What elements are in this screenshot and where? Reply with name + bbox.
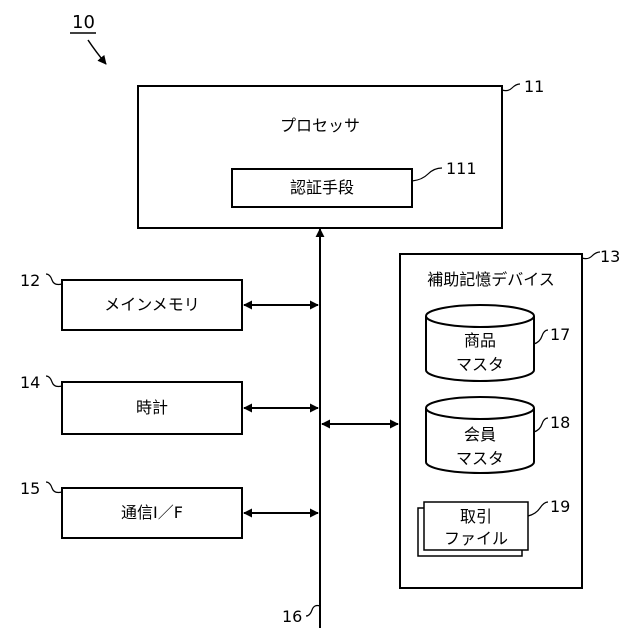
main-memory-label: メインメモリ xyxy=(104,295,200,314)
transaction-file-ref: 19 xyxy=(550,497,570,516)
product-master-line2: マスタ xyxy=(456,355,504,374)
aux-storage-label: 補助記憶デバイス xyxy=(427,270,555,289)
clock-ref: 14 xyxy=(20,373,40,392)
member-master-line1: 会員 xyxy=(464,425,496,444)
aux-storage-ref: 13 xyxy=(600,247,620,266)
main-memory-leader xyxy=(46,274,62,285)
clock-label: 時計 xyxy=(136,398,168,417)
processor-ref: 11 xyxy=(524,77,544,96)
product-master-line1: 商品 xyxy=(464,331,496,350)
comm-if-label: 通信I／F xyxy=(121,503,183,522)
transaction-file-line1: 取引 xyxy=(460,507,492,526)
product-master-ref: 17 xyxy=(550,325,570,344)
member-master-line2: マスタ xyxy=(456,449,504,468)
aux-storage-leader xyxy=(582,252,600,259)
clock-leader xyxy=(46,376,62,387)
auth-label: 認証手段 xyxy=(290,178,354,197)
comm-if-leader xyxy=(46,482,62,493)
member-master-ref: 18 xyxy=(550,413,570,432)
transaction-file-line2: ファイル xyxy=(444,529,508,548)
bus-ref: 16 xyxy=(282,607,302,626)
comm-if-ref: 15 xyxy=(20,479,40,498)
figure-ref-label: 10 xyxy=(72,12,95,33)
figure-ref-arrow xyxy=(88,40,106,64)
auth-ref: 111 xyxy=(446,159,477,178)
processor-leader xyxy=(502,84,520,91)
bus-leader xyxy=(306,606,320,617)
processor-label: プロセッサ xyxy=(280,116,360,135)
main-memory-ref: 12 xyxy=(20,271,40,290)
